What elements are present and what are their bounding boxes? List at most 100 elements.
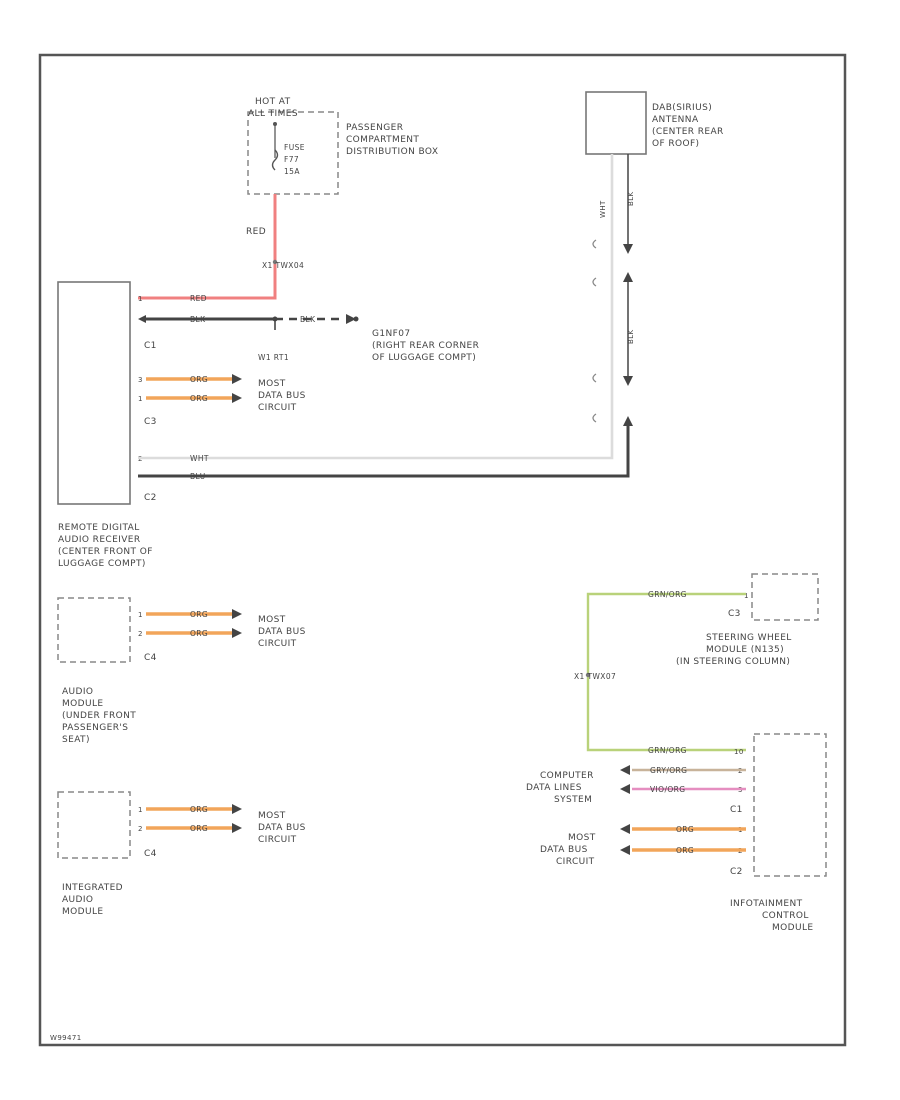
audio-module-arrow-2 [232,628,242,638]
dab-antenna: DAB(SIRIUS) ANTENNA (CENTER REAR OF ROOF… [585,91,723,426]
infotainment-name-2: CONTROL [762,911,809,921]
integrated-audio-box [57,791,131,859]
diagram-id: W99471 [50,1034,82,1042]
receiver-conn-c3: C3 [144,417,157,427]
fuse-label-3: 15A [284,167,300,176]
audio-module-most-1: MOST [258,615,286,625]
receiver-most-label-1: ORG [190,375,208,384]
red-wire-label-vertical: RED [246,227,266,237]
antenna-shield-wire [138,426,630,478]
diagram-frame [38,53,847,1047]
ground-label-2: (RIGHT REAR CORNER [372,341,479,351]
audio-module-most-3: CIRCUIT [258,639,297,649]
integrated-audio-most-1: MOST [258,811,286,821]
audio-module-name-1: AUDIO [62,687,93,697]
integrated-audio-pin-1: 1 [138,806,143,814]
fuse-box: HOT AT ALL TIMES FUSE F77 15A PASSENGER … [247,97,438,195]
fuse-icon [271,149,279,171]
audio-module-box [57,597,131,663]
integrated-audio-module: 1 2 C4 ORG ORG MOST DATA BUS CIRCUIT INT… [57,791,306,917]
receiver-most-circuit-1: MOST [258,379,286,389]
integrated-audio-name-1: INTEGRATED [62,883,123,893]
splice-x1-twx07 [585,672,591,678]
steering-wheel-module: 1 C3 STEERING WHEEL MODULE (N135) (IN ST… [676,573,819,667]
antenna-blk-label: BLK [627,191,635,206]
audio-module-name-4: PASSENGER'S [62,723,128,733]
integrated-audio-arrow-1 [232,804,242,814]
splice-x1-twx07-label: X1 TWX07 [574,672,616,681]
can-wire-vio-label: VIO/ORG [650,785,686,794]
receiver-most-arrow-2 [232,393,242,403]
fuse-box-name-2: COMPARTMENT [346,135,419,145]
hot-at-label-1: HOT AT [255,97,291,107]
lin-wire [586,592,746,752]
receiver-pin-c3-3: 3 [138,376,143,384]
antenna-shield-arrow-2 [623,272,633,282]
remote-digital-audio-receiver: 1 C1 3 1 C3 2 C2 REMOTE DIGITAL AUDIO RE… [57,281,157,569]
integrated-audio-wire-label-1: ORG [190,805,208,814]
infotainment-box [753,733,827,877]
receiver-most-circuit-3: CIRCUIT [258,403,297,413]
audio-module-wire-label-2: ORG [190,629,208,638]
infotainment-control-module: 10 2 3 C1 1 2 C2 INFOTAINMENT CONTROL MO… [730,733,827,933]
integrated-audio-pin-2: 2 [138,825,143,833]
antenna-connector-2 [592,277,597,287]
lin-wire-label-top: GRN/ORG [648,590,687,599]
antenna-name-4: OF ROOF) [652,139,699,149]
fuse-box-name-3: DISTRIBUTION BOX [346,147,438,157]
hot-at-label-2: ALL TIMES [248,109,298,119]
splice-w1-rt1-label: W1 RT1 [258,353,289,362]
antenna-connector-3 [592,373,597,383]
integrated-audio-most-2: DATA BUS [258,823,306,833]
can-arrow-1 [620,765,630,775]
fuse-label-1: FUSE [284,143,305,152]
infotainment-most-circuit-1: MOST [568,833,596,843]
fuse-node-top [273,122,277,126]
receiver-ground-arrow [138,315,146,323]
antenna-shield-arrow-1 [623,244,633,254]
receiver-name-4: LUGGAGE COMPT) [58,559,146,569]
steering-module-pin: 1 [744,592,749,600]
receiver-most-circuit-2: DATA BUS [258,391,306,401]
receiver-box [57,281,131,505]
steering-module-name-2: MODULE (N135) [706,645,784,655]
red-power-wire [138,194,277,300]
ground-label-3: OF LUGGAGE COMPT) [372,353,476,363]
integrated-audio-name-2: AUDIO [62,895,93,905]
can-system-3: SYSTEM [554,795,592,805]
infotainment-most-bus: ORG ORG MOST DATA BUS CIRCUIT [540,824,746,867]
infotainment-most-circuit-3: CIRCUIT [556,857,595,867]
audio-module-most-2: DATA BUS [258,627,306,637]
steering-module-name-1: STEERING WHEEL [706,633,792,643]
receiver-most-arrow-1 [232,374,242,384]
splice-x1-twx04-label: X1 TWX04 [262,261,304,270]
ground-point [353,316,359,322]
fuse-box-outline [247,111,339,195]
audio-module-conn: C4 [144,653,157,663]
audio-module: 1 2 C4 ORG ORG MOST DATA BUS CIRCUIT AUD… [57,597,306,745]
receiver-name-1: REMOTE DIGITAL [58,523,140,533]
audio-module-name-2: MODULE [62,699,103,709]
lin-circuit: GRN/ORG GRN/ORG X1 TWX07 [574,590,746,755]
can-wire-gry-label: GRY/ORG [650,766,687,775]
receiver-name-3: (CENTER FRONT OF [58,547,153,557]
steering-module-conn: C3 [728,609,741,619]
ground-label-1: G1NF07 [372,329,410,339]
infotainment-name-3: MODULE [772,923,813,933]
receiver-conn-c2: C2 [144,493,157,503]
antenna-white-label: WHT [190,454,209,463]
lin-wire-label-bottom: GRN/ORG [648,746,687,755]
integrated-audio-arrow-2 [232,823,242,833]
can-arrow-2 [620,784,630,794]
integrated-audio-wire-label-2: ORG [190,824,208,833]
audio-module-pin-1: 1 [138,611,143,619]
antenna-wht-label: WHT [599,200,607,218]
antenna-shield-arrow-3 [623,376,633,386]
audio-module-name-5: SEAT) [62,735,90,745]
receiver-pin-c1-1: 1 [138,295,143,303]
receiver-conn-c1: C1 [144,341,157,351]
black-wire-label-2: BLK [300,315,316,324]
can-circuit: GRY/ORG VIO/ORG COMPUTER DATA LINES SYST… [526,765,746,805]
can-system-2: DATA LINES [526,783,582,793]
